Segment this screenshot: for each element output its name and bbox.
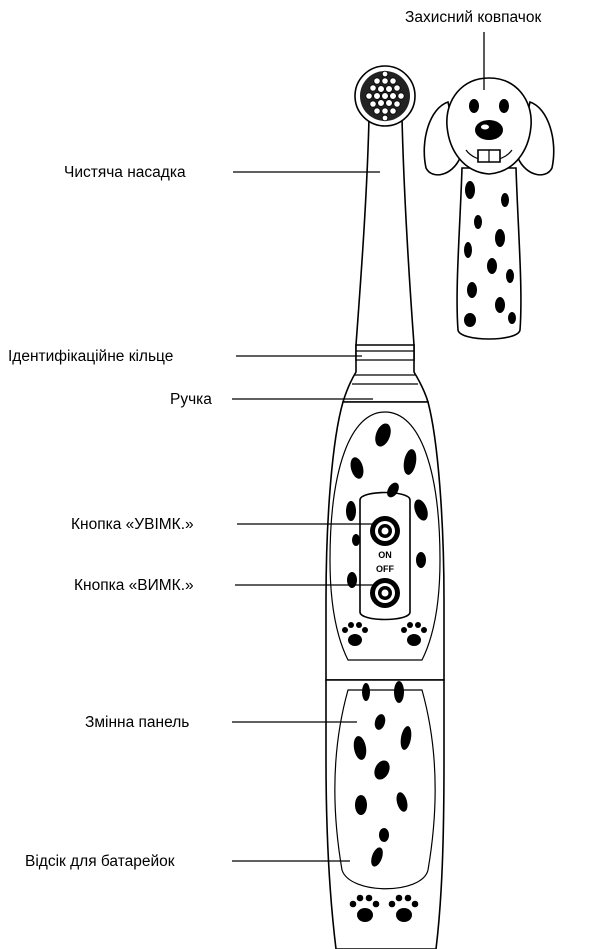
label-handle: Ручка: [170, 391, 212, 408]
label-on-button: Кнопка «УВІМК.»: [71, 516, 194, 533]
label-battery-compartment: Відсік для батарейок: [25, 853, 175, 870]
label-protective-cap: Захисний ковпачок: [405, 9, 542, 26]
off-button: [370, 578, 400, 608]
label-replaceable-panel: Змінна панель: [85, 714, 189, 731]
label-off-button: Кнопка «ВИМК.»: [74, 577, 194, 594]
off-button-text: OFF: [376, 564, 394, 574]
on-button: [370, 516, 400, 546]
handle-body: [326, 345, 444, 680]
replaceable-panel: [326, 680, 444, 949]
on-button-text: ON: [378, 550, 392, 560]
brush-head: [355, 66, 415, 360]
label-brush-head: Чистяча насадка: [64, 164, 186, 181]
protective-cap: [424, 78, 553, 339]
label-id-ring: Ідентифікаційне кільце: [8, 348, 173, 365]
